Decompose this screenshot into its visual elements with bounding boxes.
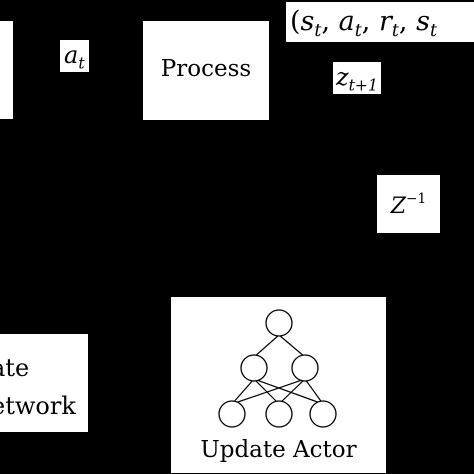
- tuple-action-subscript: t: [354, 21, 362, 42]
- nn-node-mid-right: [291, 354, 319, 382]
- tuple-action: a: [338, 6, 355, 37]
- nn-node-top: [265, 309, 293, 337]
- tuple-state: s: [300, 6, 315, 37]
- delay-exponent: −1: [406, 191, 427, 207]
- nn-node-bottom-center: [265, 400, 293, 428]
- action-symbol: a: [64, 41, 79, 69]
- tuple-separator: ,: [321, 6, 339, 37]
- nn-node-bottom-left: [218, 400, 246, 428]
- tuple-state-subscript: t: [314, 21, 322, 42]
- update-actor-block: Update Actor: [170, 296, 387, 474]
- delay-symbol: Z: [390, 194, 407, 220]
- next-state-subscript: t+1: [348, 76, 378, 95]
- delay-label: Z−1: [377, 191, 440, 219]
- neural-network-icon: [218, 309, 337, 428]
- next-state-label: zt+1: [333, 62, 381, 94]
- action-subscript: t: [78, 54, 85, 73]
- tuple-reward-subscript: t: [391, 21, 399, 42]
- transition-tuple-label: (st, at, rt, st: [286, 2, 474, 42]
- next-state-symbol: z: [336, 63, 349, 91]
- nn-node-mid-left: [240, 354, 268, 382]
- action-label: at: [60, 40, 89, 72]
- delay-block: Z−1: [376, 174, 441, 234]
- tuple-separator: ,: [398, 6, 417, 37]
- tuple-next-state-subscript: t: [429, 21, 437, 42]
- left-partial-block: [0, 20, 14, 120]
- tuple-next-state: s: [416, 6, 430, 37]
- update-network-line1: ate: [0, 354, 30, 382]
- process-label: Process: [160, 56, 252, 82]
- nn-node-bottom-right: [309, 400, 337, 428]
- tuple-open-paren: (: [290, 6, 301, 37]
- update-actor-label: Update Actor: [200, 437, 357, 463]
- process-block: Process: [142, 20, 270, 121]
- tuple-reward: r: [378, 6, 392, 37]
- tuple-separator: ,: [361, 6, 379, 37]
